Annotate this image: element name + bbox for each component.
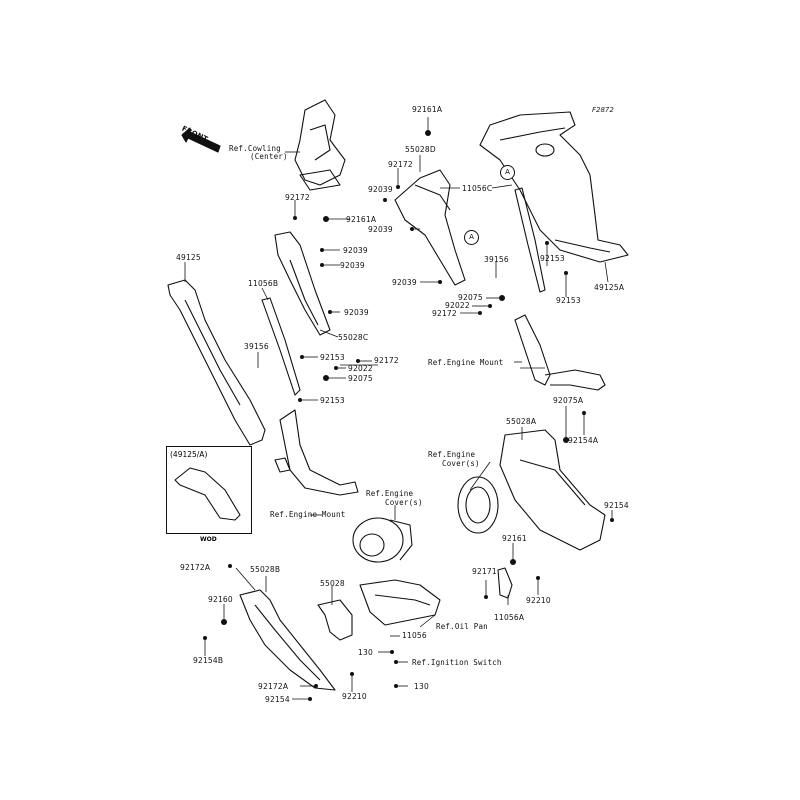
ref-engine-mount-left[interactable]: Ref.Engine Mount [270, 510, 346, 519]
inset-footer: WOD [200, 536, 217, 543]
ref-engine-mount-right[interactable]: Ref.Engine Mount [428, 358, 504, 367]
part-label[interactable]: 92153 [540, 254, 565, 263]
engine-cover-right [457, 476, 499, 534]
inset-detail-box: (49125/A) [166, 446, 252, 534]
part-label[interactable]: 55028C [338, 333, 369, 342]
part-label[interactable]: 92154A [568, 436, 599, 445]
leader-lines [184, 117, 613, 700]
part-label[interactable]: 92161 [502, 534, 527, 543]
bracket-11056B [261, 297, 301, 396]
part-label[interactable]: 92039 [368, 225, 393, 234]
part-label[interactable]: 55028D [405, 145, 436, 154]
part-label[interactable]: 39156 [244, 342, 269, 351]
bracket-11056C [514, 187, 546, 293]
part-label[interactable]: 55028B [250, 565, 281, 574]
panel-55028D [394, 169, 466, 286]
cover-55028 [317, 599, 353, 641]
part-label[interactable]: 11056A [494, 613, 525, 622]
part-label[interactable]: 11056B [248, 279, 279, 288]
engine-mount-right [514, 314, 606, 391]
part-label[interactable]: 92172A [180, 563, 211, 572]
ref-engine-cover-right[interactable]: Ref.Engine [428, 450, 476, 459]
oil-pan [359, 579, 441, 626]
part-label[interactable]: 92172 [432, 309, 457, 318]
part-label[interactable]: 92161A [412, 105, 443, 114]
engine-cover-left [352, 517, 413, 563]
ref-cowling-center-sub[interactable]: (Center) [250, 152, 288, 161]
ref-engine-cover-right-sub[interactable]: Cover(s) [442, 459, 480, 468]
ref-oil-pan[interactable]: Ref.Oil Pan [436, 622, 488, 631]
part-label[interactable]: 92161A [346, 215, 377, 224]
engine-mount-left [274, 409, 359, 496]
part-label[interactable]: 92172 [388, 160, 413, 169]
part-label[interactable]: 92022 [445, 301, 470, 310]
part-label[interactable]: 11056 [402, 631, 427, 640]
part-label[interactable]: 49125A [594, 283, 625, 292]
part-label[interactable]: 55028A [506, 417, 537, 426]
ref-cowling-center[interactable]: Ref.Cowling [229, 144, 281, 153]
part-label[interactable]: 92172A [258, 682, 289, 691]
part-label[interactable]: 130 [358, 648, 373, 657]
cover-55028A [499, 429, 606, 551]
part-label[interactable]: 49125 [176, 253, 201, 262]
part-label[interactable]: 92039 [368, 185, 393, 194]
marker-a: A [500, 165, 515, 180]
part-label[interactable]: 11056C [462, 184, 493, 193]
part-label[interactable]: 92160 [208, 595, 233, 604]
inset-title: (49125/A) [170, 450, 208, 459]
part-label[interactable]: 92153 [556, 296, 581, 305]
part-label[interactable]: 92039 [344, 308, 369, 317]
cover-55028B [239, 589, 336, 691]
part-label[interactable]: 92172 [374, 356, 399, 365]
part-label[interactable]: 92075 [458, 293, 483, 302]
part-label[interactable]: 92022 [348, 364, 373, 373]
part-label[interactable]: 92075 [348, 374, 373, 383]
part-label[interactable]: 92171 [472, 567, 497, 576]
ref-engine-cover-left[interactable]: Ref.Engine [366, 489, 414, 498]
part-label[interactable]: 92210 [342, 692, 367, 701]
part-label[interactable]: 39156 [484, 255, 509, 264]
part-label[interactable]: 55028 [320, 579, 345, 588]
part-label[interactable]: 92154B [193, 656, 224, 665]
part-label[interactable]: 130 [414, 682, 429, 691]
part-label[interactable]: 92153 [320, 396, 345, 405]
part-label[interactable]: 92210 [526, 596, 551, 605]
part-label[interactable]: 92153 [320, 353, 345, 362]
panel-49125A [479, 111, 629, 263]
part-label[interactable]: 92039 [340, 261, 365, 270]
part-label[interactable]: 92154 [604, 501, 629, 510]
front-arrow-icon [181, 127, 221, 153]
part-label[interactable]: 92039 [392, 278, 417, 287]
marker-a: A [464, 230, 479, 245]
bracket-11056A [497, 567, 513, 599]
part-label[interactable]: 92075A [553, 396, 584, 405]
part-label[interactable]: 92039 [343, 246, 368, 255]
part-label[interactable]: 92154 [265, 695, 290, 704]
panel-49125 [167, 279, 266, 446]
ref-ignition-switch[interactable]: Ref.Ignition Switch [412, 658, 502, 667]
inset-panel-shape [174, 467, 241, 521]
cowling-center-bracket [294, 99, 346, 191]
figure-id: F2872 [592, 106, 614, 114]
ref-engine-cover-left-sub[interactable]: Cover(s) [385, 498, 423, 507]
fastener-dots [203, 130, 614, 701]
part-label[interactable]: 92172 [285, 193, 310, 202]
panel-55028C [274, 231, 331, 336]
